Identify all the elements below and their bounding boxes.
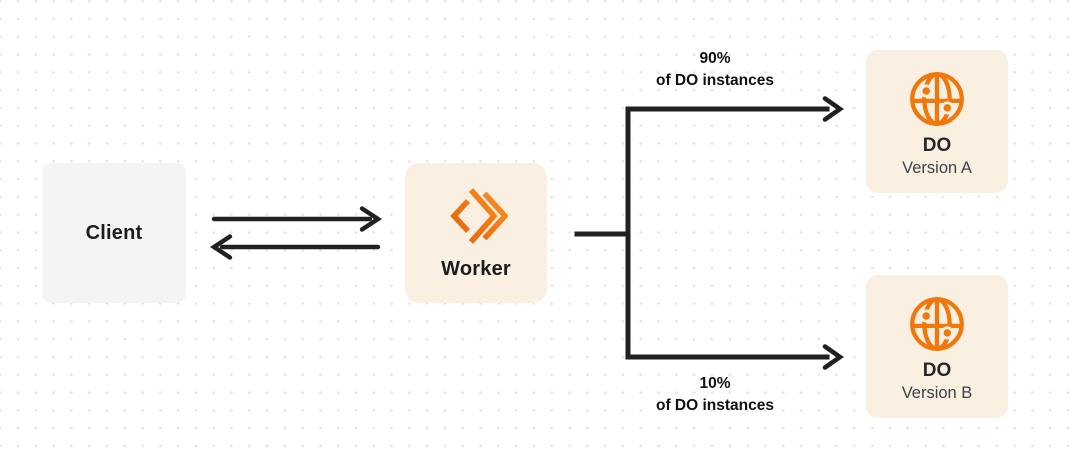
arrow-client-to-worker [211,206,383,232]
split-label-90: 90% of DO instances [610,48,820,91]
client-label: Client [85,221,143,244]
split-label-10-line1: 10% [699,375,731,392]
arrow-worker-to-client [209,234,381,260]
durable-object-globe-icon [910,72,964,126]
arrowhead-to-do-b [822,344,845,370]
cloudflare-workers-logo-icon [450,187,508,244]
split-label-90-line1: 90% [699,50,731,67]
do-b-subtitle: Version B [901,384,973,402]
do-version-a-node: DO Version A [866,50,1008,193]
do-version-b-node: DO Version B [866,275,1008,418]
do-a-subtitle: Version A [902,159,972,177]
split-label-90-line2: of DO instances [656,71,774,89]
worker-node: Worker [405,163,547,303]
split-connector [574,106,830,360]
do-a-title: DO [922,135,952,156]
worker-label: Worker [441,257,511,280]
arrowhead-to-do-a [822,96,845,122]
do-b-title: DO [922,360,952,381]
split-label-10: 10% of DO instances [610,373,820,416]
durable-object-globe-icon [910,297,964,351]
split-label-10-line2: of DO instances [656,396,774,414]
client-node: Client [42,163,186,303]
